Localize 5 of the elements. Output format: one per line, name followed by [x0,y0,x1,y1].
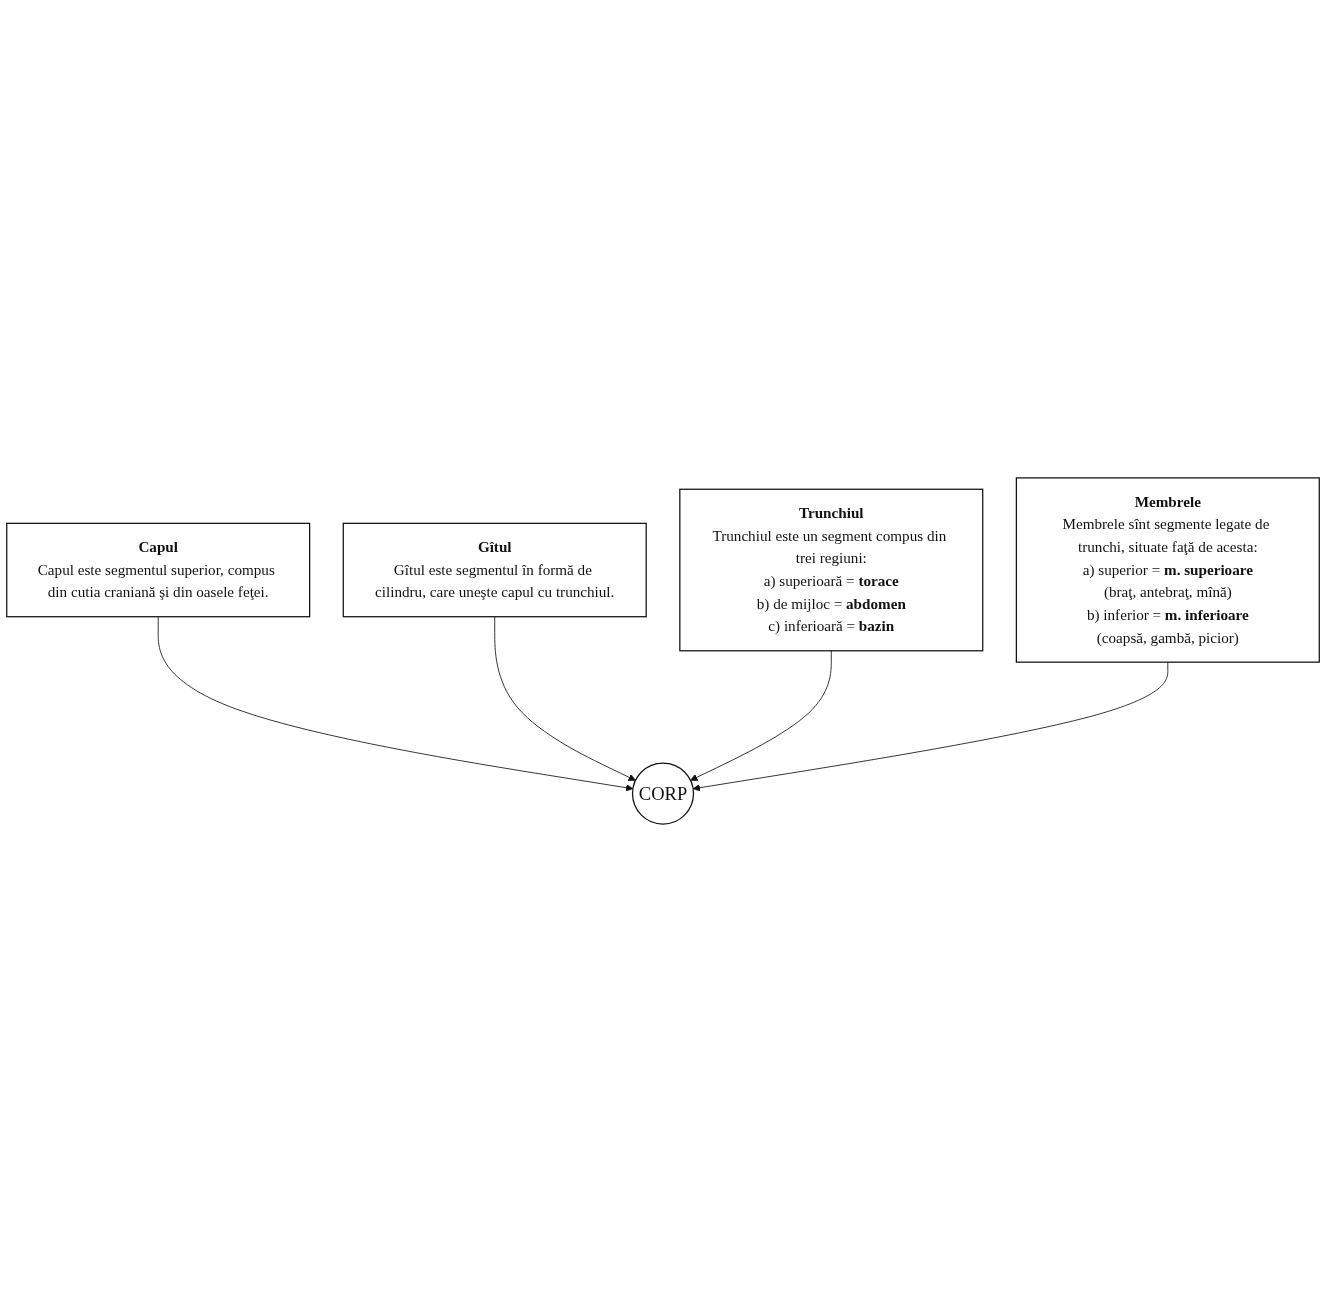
node-box: Capul Capul este segmentul superior, compus din cutia craniană şi din oasele feţei. [6,522,311,618]
node-circle: CORP [631,762,695,825]
node-box: Trunchiul Trunchiul este un segment compus din trei regiuni: a) superioară = torace b) de mijloc = abdomen c) inferioară = bazin [679,488,984,652]
node-box: Membrele Membrele sînt segmente legate de trunchi, situate faţă de acesta: a) superior = m. superioare (braţ, antebraţ, mînă) b) inferior = m. inferioare (coapsă, gambă, picior) [1015,477,1320,663]
node-box: Gîtul Gîtul este segmentul în formă de cilindru, care uneşte capul cu trunchiul. [342,522,647,618]
